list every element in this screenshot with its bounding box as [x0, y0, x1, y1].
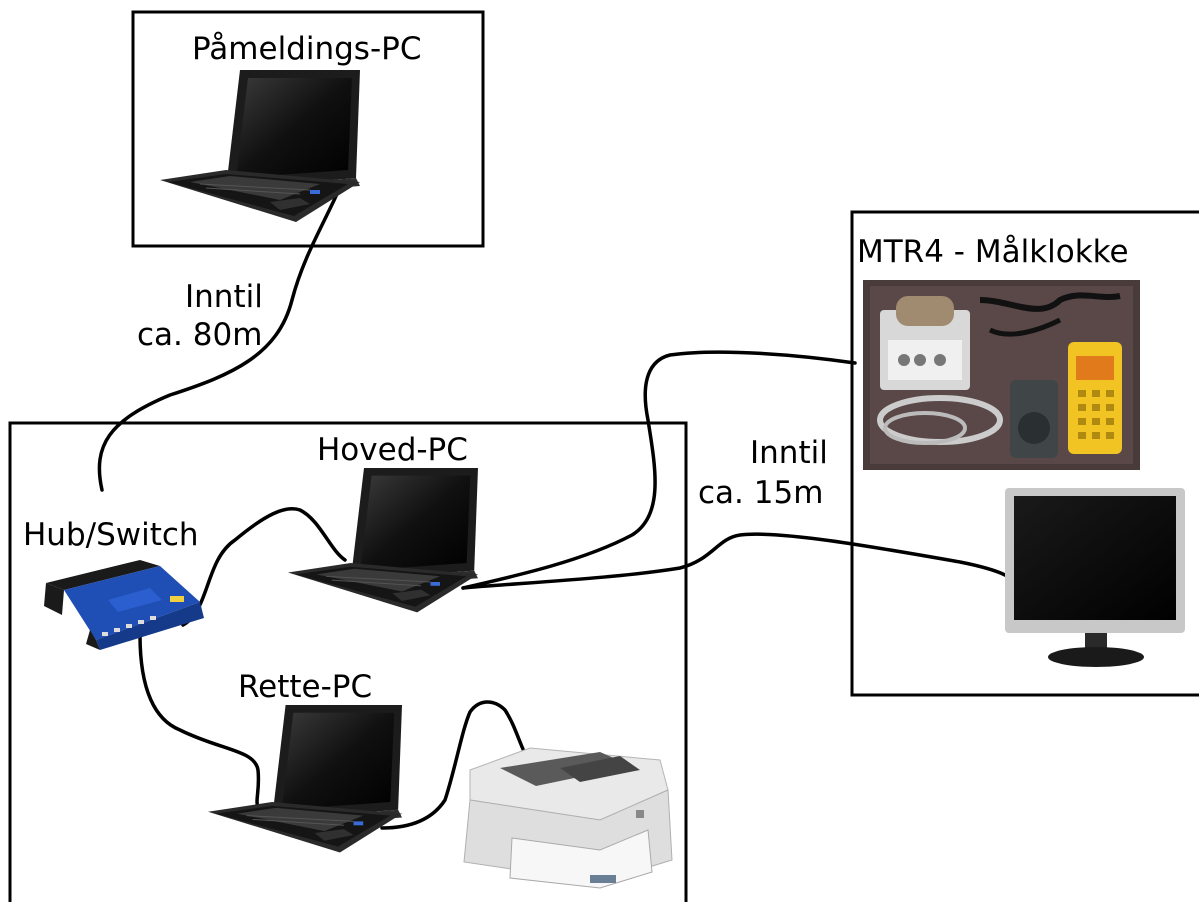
cable-long-length-label-line2: ca. 80m: [137, 317, 262, 353]
registration-pc-label: Påmeldings-PC: [192, 31, 421, 67]
cable-registration-to-hub: [97, 158, 354, 492]
cable-long-length-label-line1: Inntil: [185, 279, 263, 315]
monitor-icon: [1005, 488, 1185, 667]
cable-correction-pc-to-printer: [380, 700, 530, 830]
local-network-frame: [8, 421, 688, 902]
registration-pc-frame: [131, 10, 485, 248]
cable-main-pc-to-monitor: [461, 532, 1007, 590]
hub-switch-icon: [44, 560, 204, 650]
correction-laptop-icon: [207, 704, 403, 853]
main-pc-label: Hoved-PC: [317, 432, 468, 468]
cable-short-length-label-line1: Inntil: [750, 435, 828, 471]
finish-clock-frame: [850, 210, 1199, 697]
registration-laptop-icon: [159, 69, 361, 223]
hub-switch-label: Hub/Switch: [23, 517, 199, 553]
cable-hub-to-correction-pc: [138, 633, 261, 810]
cable-short-length-label-line2: ca. 15m: [698, 475, 823, 511]
cable-main-pc-to-mtr4: [461, 350, 857, 590]
cable-hub-to-main-pc: [181, 507, 347, 627]
finish-clock-label: MTR4 - Målklokke: [857, 234, 1129, 270]
printer-icon: [463, 747, 673, 889]
mtr4-device-icon: [863, 280, 1140, 470]
correction-pc-label: Rette-PC: [238, 669, 372, 705]
main-laptop-icon: [287, 467, 479, 613]
